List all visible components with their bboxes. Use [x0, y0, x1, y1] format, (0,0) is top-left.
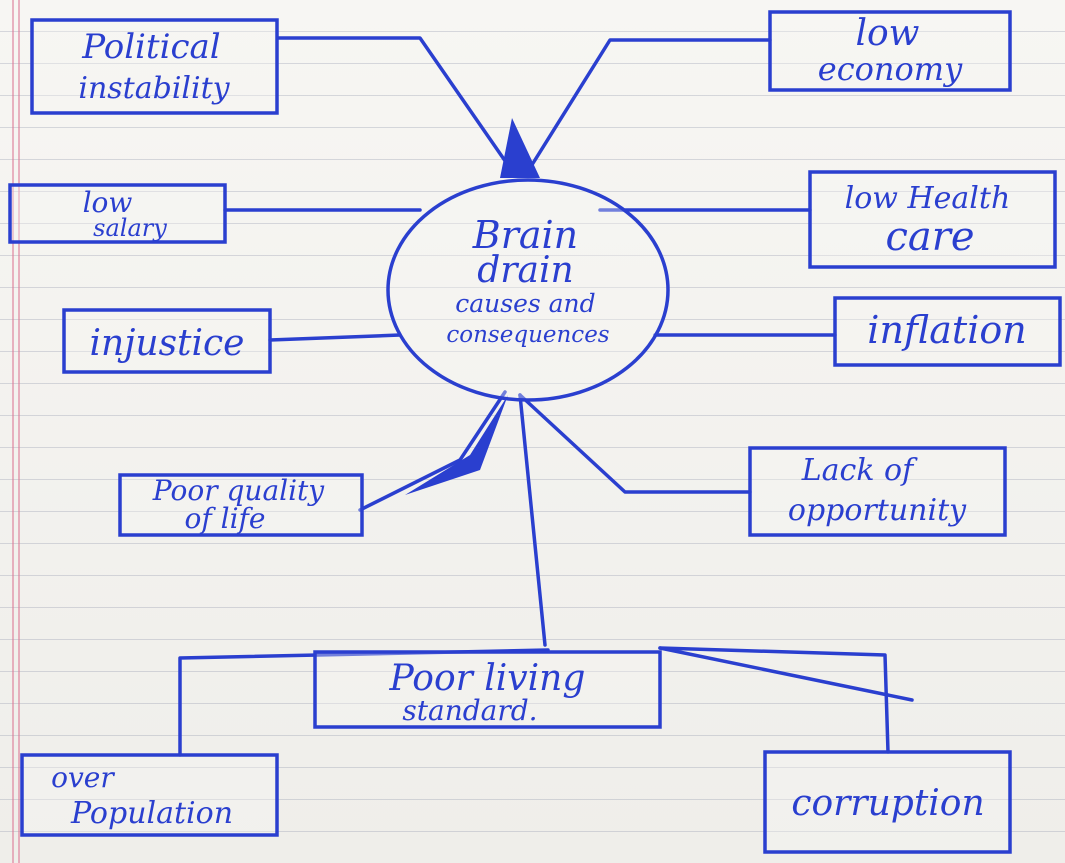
- label-low-health-care: low Health care: [845, 181, 1016, 260]
- label-injustice: injustice: [90, 323, 245, 364]
- connector-corruption-stroke: [658, 646, 914, 702]
- connector-injustice: [268, 333, 402, 342]
- political-instability-line-1: Political: [81, 27, 220, 67]
- central-ellipse: [386, 178, 670, 402]
- low-economy-line-2: economy: [818, 50, 963, 88]
- label-low-economy: low economy: [818, 13, 963, 88]
- central-line-4: consequences: [446, 322, 609, 348]
- connector-lack-of-opportunity: [518, 393, 752, 494]
- connector-political-instability: [276, 36, 512, 170]
- central-topic: Brain drain causes and consequences: [446, 213, 609, 348]
- low-economy-line-1: low: [855, 13, 919, 54]
- poor-quality-of-life-line-1: Poor quality: [152, 474, 326, 507]
- label-poor-living-standard: Poor living standard.: [389, 658, 591, 727]
- box-inflation: [833, 296, 1062, 367]
- connector-corruption: [658, 646, 890, 754]
- wedge-bottom-left: [405, 395, 508, 495]
- box-low-health-care: [808, 170, 1057, 269]
- margin-line: [12, 0, 14, 863]
- poor-living-standard-line-2: standard.: [402, 694, 537, 727]
- over-population-line-1: over: [51, 761, 115, 794]
- box-lack-of-opportunity: [748, 446, 1007, 537]
- central-line-1: Brain: [472, 213, 578, 257]
- low-health-care-line-1: low Health: [845, 181, 1011, 216]
- label-over-population: over Population: [51, 761, 233, 831]
- box-low-economy: [768, 10, 1012, 92]
- box-political-instability: [30, 18, 279, 115]
- box-poor-living-standard: [313, 650, 662, 729]
- central-line-3: causes and: [455, 289, 595, 318]
- margin-line-2: [18, 0, 20, 863]
- box-low-salary: [8, 183, 227, 244]
- connector-poor-living-standard: [518, 393, 547, 647]
- low-salary-line-2: salary: [93, 214, 167, 242]
- low-health-care-line-2: care: [885, 214, 974, 260]
- low-salary-line-1: low: [83, 186, 133, 219]
- box-over-population: [20, 753, 279, 837]
- box-injustice: [62, 308, 272, 374]
- connector-low-economy: [528, 38, 772, 170]
- political-instability-line-2: instability: [78, 71, 230, 106]
- lack-of-opportunity-line-1: Lack of: [801, 453, 918, 488]
- label-political-instability: Political instability: [78, 27, 230, 106]
- wedge-top: [500, 118, 540, 178]
- label-inflation: inflation: [867, 308, 1026, 352]
- box-corruption: [763, 750, 1012, 854]
- inflation-line-1: inflation: [867, 308, 1026, 352]
- injustice-line-1: injustice: [90, 323, 245, 364]
- poor-quality-of-life-line-2: of life: [185, 502, 266, 535]
- label-poor-quality-of-life: Poor quality of life: [152, 474, 329, 535]
- label-lack-of-opportunity: Lack of opportunity: [788, 453, 967, 528]
- label-low-salary: low salary: [83, 186, 168, 242]
- central-line-2: drain: [477, 250, 573, 291]
- label-corruption: corruption: [791, 783, 984, 824]
- poor-living-standard-line-1: Poor living: [389, 658, 586, 699]
- corruption-line-1: corruption: [791, 783, 984, 824]
- lack-of-opportunity-line-2: opportunity: [788, 493, 967, 528]
- over-population-line-2: Population: [70, 796, 233, 831]
- box-poor-quality-of-life: [118, 473, 364, 537]
- connector-poor-quality-of-life: [358, 390, 507, 512]
